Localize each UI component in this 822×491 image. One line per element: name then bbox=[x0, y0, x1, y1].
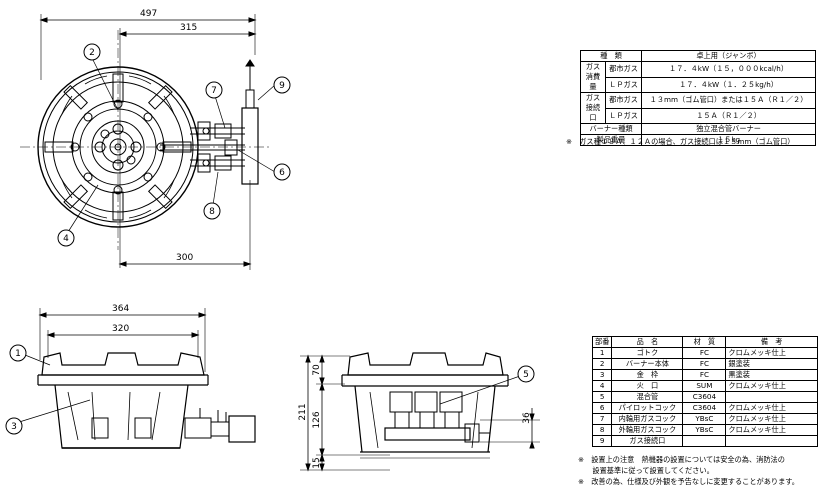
svg-text:5: 5 bbox=[523, 370, 529, 380]
spec-weight-label: 製品重量 bbox=[579, 134, 643, 146]
parts-header-material: 材 質 bbox=[682, 336, 727, 348]
spec-burner-value: 独立混合管バーナー bbox=[641, 123, 816, 135]
parts-header-remarks: 備 考 bbox=[725, 336, 818, 348]
svg-text:8: 8 bbox=[209, 207, 215, 217]
callout-markers: 2 7 9 6 8 4 1 3 5 bbox=[5, 43, 535, 435]
callout-1: 1 bbox=[9, 344, 27, 362]
svg-text:3: 3 bbox=[11, 422, 17, 432]
svg-text:6: 6 bbox=[279, 168, 285, 178]
spec-note: ※ ガス種１３Ａ、１２Ａの場合、ガス接続口は１３mm（ゴム管口） bbox=[566, 137, 795, 146]
spec-consumption-label: ガス消費量 bbox=[580, 61, 606, 93]
spec-connection-label: ガス接続口 bbox=[580, 92, 606, 124]
dim-126: 126 bbox=[312, 411, 322, 428]
dim-15: 15 bbox=[312, 457, 322, 468]
dim-36: 36 bbox=[522, 412, 532, 424]
spec-city-gas: 都市ガス bbox=[604, 61, 643, 78]
svg-text:7: 7 bbox=[211, 86, 217, 96]
parts-header-row: 部番 品 名 材 質 備 考 bbox=[591, 336, 818, 348]
note-change: ※ 改善の為、仕様及び外観を予告なしに変更することがあります。 bbox=[578, 477, 799, 486]
callout-5: 5 bbox=[517, 365, 535, 383]
spec-connection-lp: １５Ａ（Ｒ１／２） bbox=[641, 107, 816, 124]
spec-city-gas-2: 都市ガス bbox=[604, 92, 643, 109]
svg-text:2: 2 bbox=[89, 48, 95, 58]
dim-300: 300 bbox=[176, 253, 193, 263]
dim-497: 497 bbox=[140, 9, 157, 19]
svg-text:1: 1 bbox=[15, 349, 21, 359]
spec-connection-city: １３mm（ゴム管口）または１５Ａ（Ｒ１／２） bbox=[641, 92, 816, 109]
spec-header-kind: 種 類 bbox=[579, 50, 643, 62]
dim-364: 364 bbox=[112, 304, 129, 314]
dim-70: 70 bbox=[312, 364, 322, 376]
callout-3: 3 bbox=[5, 417, 23, 435]
spec-consumption-lp: １７．４kW（１．２５kg/h） bbox=[641, 76, 816, 93]
callout-6: 6 bbox=[273, 163, 291, 181]
callout-leaders bbox=[15, 57, 521, 424]
spec-lp-gas-2: ＬＰガス bbox=[604, 107, 643, 124]
spec-lp-gas: ＬＰガス bbox=[604, 76, 643, 93]
parts-header-no: 部番 bbox=[591, 336, 613, 348]
callout-2: 2 bbox=[83, 43, 101, 61]
top-view bbox=[20, 14, 270, 270]
callout-7: 7 bbox=[205, 81, 223, 99]
spec-table: 種 類 卓上用（ジャンボ） ガス消費量 都市ガス １７．４kW（１５，０００kc… bbox=[579, 50, 816, 146]
spec-consumption-city: １７．４kW（１５，０００kcal/h） bbox=[641, 61, 816, 78]
dim-320: 320 bbox=[112, 324, 129, 334]
callout-9: 9 bbox=[273, 76, 291, 94]
svg-text:9: 9 bbox=[279, 81, 285, 91]
callout-4: 4 bbox=[57, 229, 75, 247]
note-installation-2: 設置基準に従って設置してください。 bbox=[578, 466, 714, 475]
svg-text:4: 4 bbox=[63, 234, 69, 244]
side-view bbox=[300, 352, 540, 472]
front-view bbox=[37, 308, 256, 449]
callout-8: 8 bbox=[203, 202, 221, 220]
dimension-labels: 497 315 300 364 320 211 70 126 15 36 bbox=[112, 9, 532, 469]
dim-315: 315 bbox=[180, 23, 197, 33]
spec-burner-label: バーナー種類 bbox=[579, 123, 643, 135]
spec-weight-value: １５kg bbox=[641, 134, 816, 146]
spec-header-model: 卓上用（ジャンボ） bbox=[641, 50, 816, 62]
parts-header-name: 品 名 bbox=[611, 336, 684, 348]
note-installation-1: ※ 設置上の注意 熱機器の設置については安全の為、消防法の bbox=[578, 455, 785, 464]
dim-211: 211 bbox=[298, 403, 308, 420]
